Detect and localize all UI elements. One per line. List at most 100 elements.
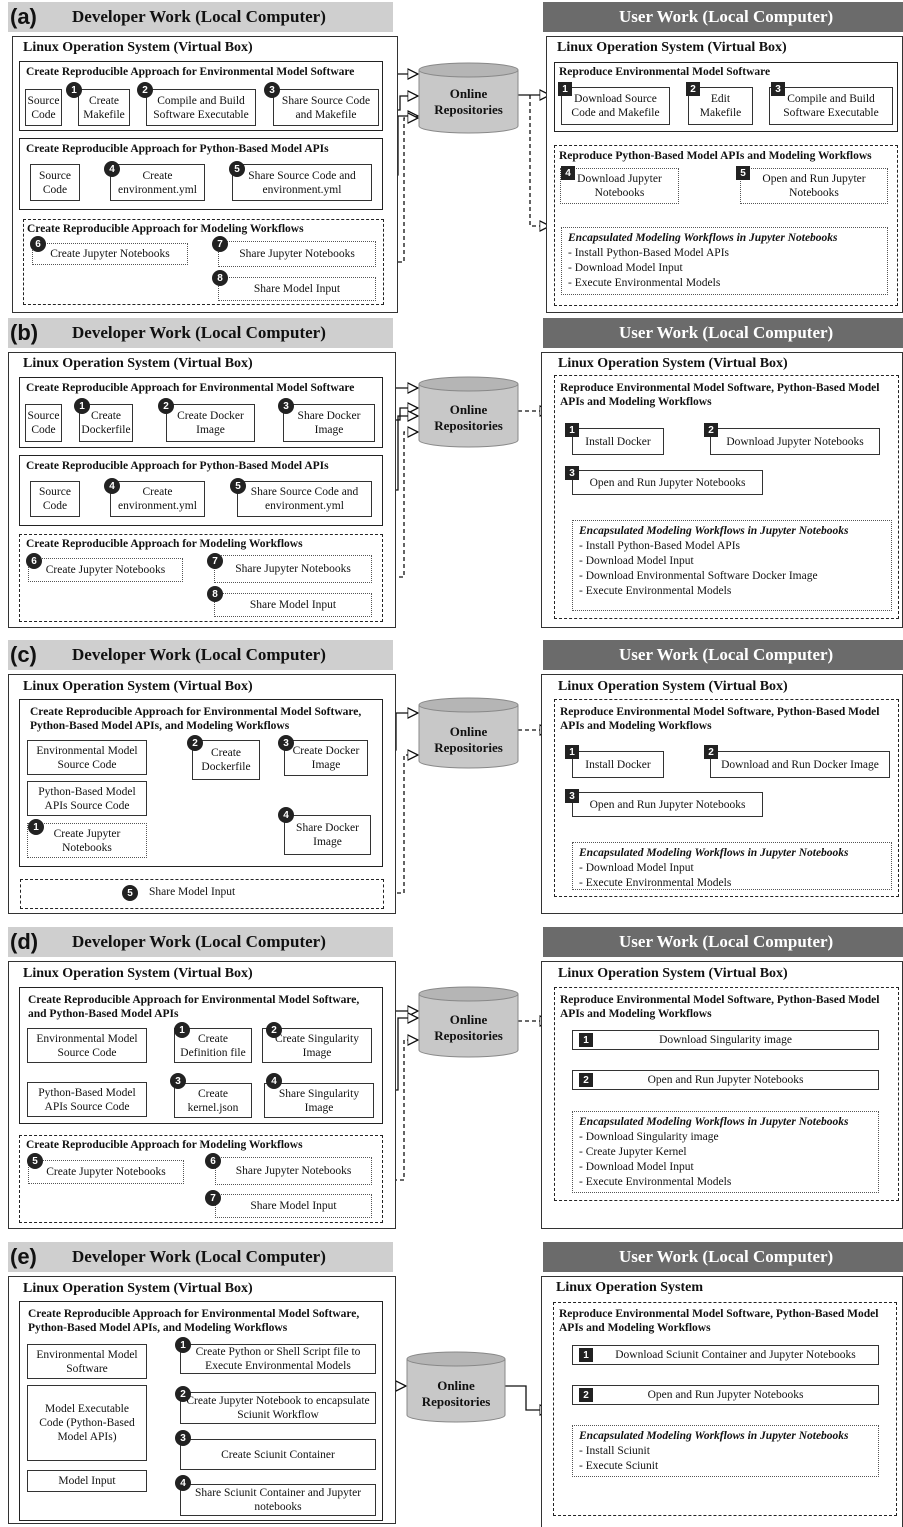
step-2-badge: 2 [137,82,153,98]
share-jupyter-notebooks-box: Share Jupyter Notebooks [218,241,376,267]
open-run-jupyter-box: Open and Run Jupyter Notebooks [572,1385,879,1405]
download-run-docker-image-box: Download and Run Docker Image [710,751,890,778]
user-header-title: User Work (Local Computer) [619,7,834,26]
step-8-badge: 8 [212,270,228,286]
os-title: Linux Operation System (Virtual Box) [23,966,253,981]
enc-item: - Execute Sciunit [579,1460,659,1472]
share-model-input-label: Share Model Input [149,886,236,898]
step-6-badge: 6 [30,236,46,252]
enc-item: - Download Model Input [579,862,694,874]
step-3-badge: 3 [278,398,294,414]
python-apis-source-box: Python-Based Model APIs Source Code [27,1082,147,1117]
share-singularity-image-box: Share Singularity Image [264,1083,374,1118]
create-makefile-box: Create Makefile [78,89,130,126]
os-title: Linux Operation System [556,1280,704,1295]
encapsulated-workflows-box: Encapsulated Modeling Workflows in Jupyt… [572,1425,879,1477]
create-environment-yml-box: Create environment.yml [110,481,205,517]
panel-b-group-workflows: Create Reproducible Approach for Modelin… [19,534,383,622]
enc-item: - Install Sciunit [579,1445,650,1457]
step-8-badge: 8 [207,586,223,602]
enc-item: - Download Environmental Software Docker… [579,570,818,582]
dev-header-title: Developer Work (Local Computer) [72,323,326,342]
group-title: Create Reproducible Approach for Modelin… [26,1139,303,1151]
panel-a-reproduce-python: Reproduce Python-Based Model APIs and Mo… [554,145,898,306]
create-jupyter-notebooks-box: Create Jupyter Notebooks [27,823,147,858]
compile-build-user-box: Compile and Build Software Executable [769,87,893,125]
panel-b-reproduce-all: Reproduce Environmental Model Software, … [554,375,899,619]
create-sciunit-container-box: Create Sciunit Container [180,1439,376,1470]
open-run-jupyter-box: Open and Run Jupyter Notebooks [572,792,763,817]
model-executable-code-box: Model Executable Code (Python-Based Mode… [27,1385,147,1461]
enc-item: - Download Singularity image [579,1131,719,1143]
panel-c-reproduce-all: Reproduce Environmental Model Software, … [554,699,899,897]
step-5-badge: 5 [229,161,245,177]
panel-d-reproduce-all: Reproduce Environmental Model Software, … [554,987,899,1201]
online-repositories-label: Online Repositories [434,724,503,755]
create-environment-yml-box: Create environment.yml [110,164,205,201]
group-title: Create Reproducible Approach for Environ… [26,66,355,78]
env-model-source-box: Environmental Model Source Code [27,1028,147,1063]
source-code-box: Source Code [30,164,80,201]
create-script-box: Create Python or Shell Script file to Ex… [180,1344,376,1374]
step-5-badge: 5 [736,166,750,180]
step-2-badge: 2 [686,82,700,96]
panel-d-group-env: Create Reproducible Approach for Environ… [19,987,383,1124]
panel-b-group-env: Create Reproducible Approach for Environ… [19,377,383,448]
online-repositories-cylinder [406,1351,506,1423]
step-5-badge: 5 [27,1153,43,1169]
create-singularity-image-box: Create Singularity Image [262,1028,372,1063]
enc-item: - Download Model Input [568,262,683,274]
os-title: Linux Operation System (Virtual Box) [558,966,788,981]
panel-e-label: (e) [10,1244,37,1269]
online-repositories-label: Online Repositories [434,1012,503,1043]
share-docker-image-box: Share Docker Image [284,815,371,855]
step-3-badge: 3 [771,82,785,96]
share-source-env-box: Share Source Code and environment.yml [232,164,372,201]
step-2-badge: 2 [579,1073,593,1087]
panel-d-user-header: User Work (Local Computer) [543,927,903,957]
step-3-badge: 3 [175,1430,191,1446]
panel-c-user-header: User Work (Local Computer) [543,640,903,670]
group-title: Create Reproducible Approach for Python-… [26,143,329,155]
encapsulated-workflows-box: Encapsulated Modeling Workflows in Jupyt… [561,227,888,295]
step-7-badge: 7 [205,1190,221,1206]
share-model-input-group [20,879,384,909]
download-jupyter-notebooks-box: Download Jupyter Notebooks [560,168,679,204]
group-title: Create Reproducible Approach for Modelin… [26,538,303,550]
step-3-badge: 3 [264,82,280,98]
step-1-badge: 1 [579,1033,593,1047]
download-jupyter-notebooks-box: Download Jupyter Notebooks [710,428,880,455]
panel-b-dev-header: (b) Developer Work (Local Computer) [8,318,393,348]
step-1-badge: 1 [74,398,90,414]
encapsulated-title: Encapsulated Modeling Workflows in Jupyt… [579,1116,849,1128]
panel-a-group-workflows: Create Reproducible Approach for Modelin… [23,219,384,305]
os-title: Linux Operation System (Virtual Box) [558,679,788,694]
model-input-box: Model Input [27,1470,147,1492]
share-sciunit-container-box: Share Sciunit Container and Jupyter note… [180,1484,376,1516]
step-4-badge: 4 [104,478,120,494]
enc-item: - Install Python-Based Model APIs [568,247,729,259]
step-4-badge: 4 [278,807,294,823]
os-title: Linux Operation System (Virtual Box) [23,40,253,55]
step-7-badge: 7 [212,236,228,252]
step-4-badge: 4 [104,161,120,177]
step-2-badge: 2 [579,1388,593,1402]
create-jupyter-sciunit-box: Create Jupyter Notebook to encapsulate S… [180,1392,376,1424]
encapsulated-title: Encapsulated Modeling Workflows in Jupyt… [579,1430,849,1442]
enc-item: - Execute Environmental Models [579,585,732,597]
share-source-env-box: Share Source Code and environment.yml [237,481,372,517]
user-header-title: User Work (Local Computer) [619,1247,834,1266]
enc-item: - Create Jupyter Kernel [579,1146,687,1158]
install-docker-box: Install Docker [572,751,664,778]
enc-item: - Execute Environmental Models [579,1176,732,1188]
panel-c-label: (c) [10,642,37,667]
dev-header-title: Developer Work (Local Computer) [72,645,326,664]
os-title: Linux Operation System (Virtual Box) [23,1281,253,1296]
step-4-badge: 4 [561,166,575,180]
panel-d-dev-header: (d) Developer Work (Local Computer) [8,927,393,957]
online-repositories-cylinder [418,62,519,134]
group-title: Reproduce Environmental Model Software, … [559,1308,879,1334]
compile-build-box: Compile and Build Software Executable [146,89,256,126]
group-title: Reproduce Environmental Model Software, … [560,382,880,408]
panel-e-reproduce-all: Reproduce Environmental Model Software, … [553,1302,897,1516]
